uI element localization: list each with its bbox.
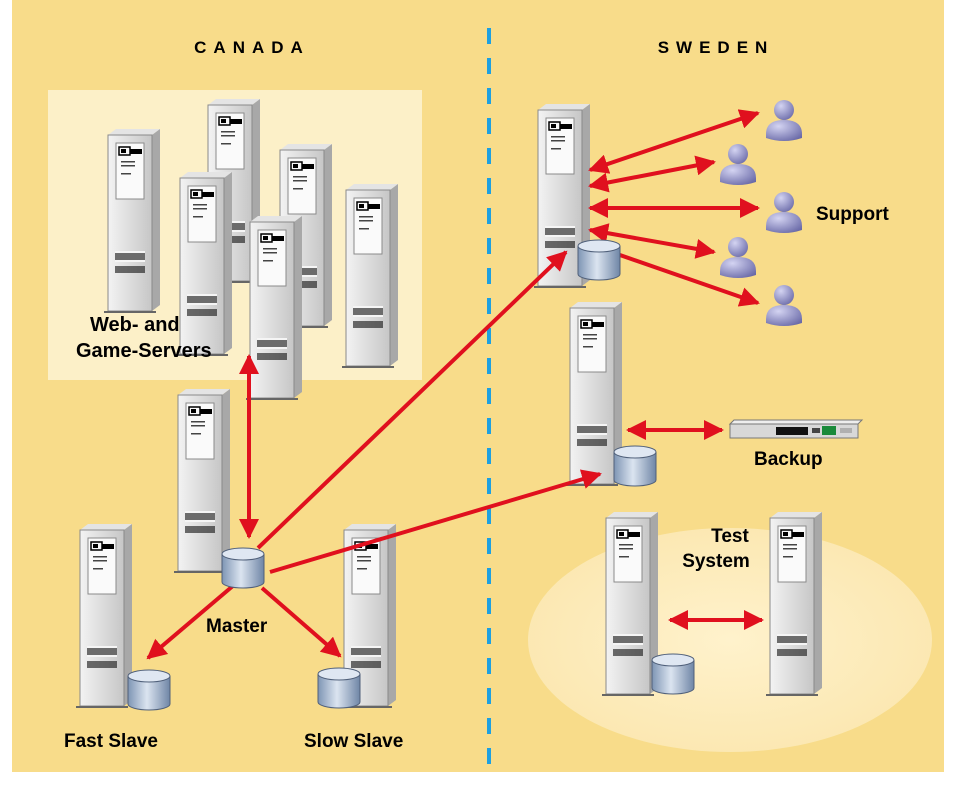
region-label-sweden: SWEDEN xyxy=(658,38,775,57)
backup-label: Backup xyxy=(754,449,823,470)
database-icon xyxy=(613,445,657,487)
arrow-master-support-server xyxy=(256,250,568,550)
arrow-master-fast-slave xyxy=(146,583,236,660)
fast-slave-label: Fast Slave xyxy=(64,731,158,752)
server-icon xyxy=(175,171,233,357)
connection-arrows xyxy=(146,109,764,660)
server-icon xyxy=(601,511,659,697)
server-icon xyxy=(103,128,161,314)
web-servers-label-line2: Game-Servers xyxy=(76,340,212,362)
master-label: Master xyxy=(206,616,268,637)
web-servers-label-line1: Web- and xyxy=(90,314,180,336)
test-system-label-line1: Test xyxy=(711,526,749,547)
arrow-master-backup-server xyxy=(269,469,602,574)
server-icon xyxy=(75,523,133,709)
server-icon xyxy=(173,388,231,574)
slow-slave-label: Slow Slave xyxy=(304,731,403,752)
database-icon xyxy=(221,547,265,589)
server-icon xyxy=(341,183,399,369)
test-system-label-line2: System xyxy=(682,551,750,572)
arrow-support-user-5 xyxy=(592,242,760,307)
database-icon xyxy=(651,653,695,695)
region-label-canada: CANADA xyxy=(194,38,310,57)
database-icon xyxy=(577,239,621,281)
arrow-master-slow-slave xyxy=(260,586,342,658)
server-icon xyxy=(765,511,823,697)
database-icon xyxy=(127,669,171,711)
support-label: Support xyxy=(816,204,889,225)
database-icon xyxy=(317,667,361,709)
backup-device-icon xyxy=(728,419,864,439)
arrow-support-user-2 xyxy=(588,155,716,193)
server-icon xyxy=(245,215,303,401)
